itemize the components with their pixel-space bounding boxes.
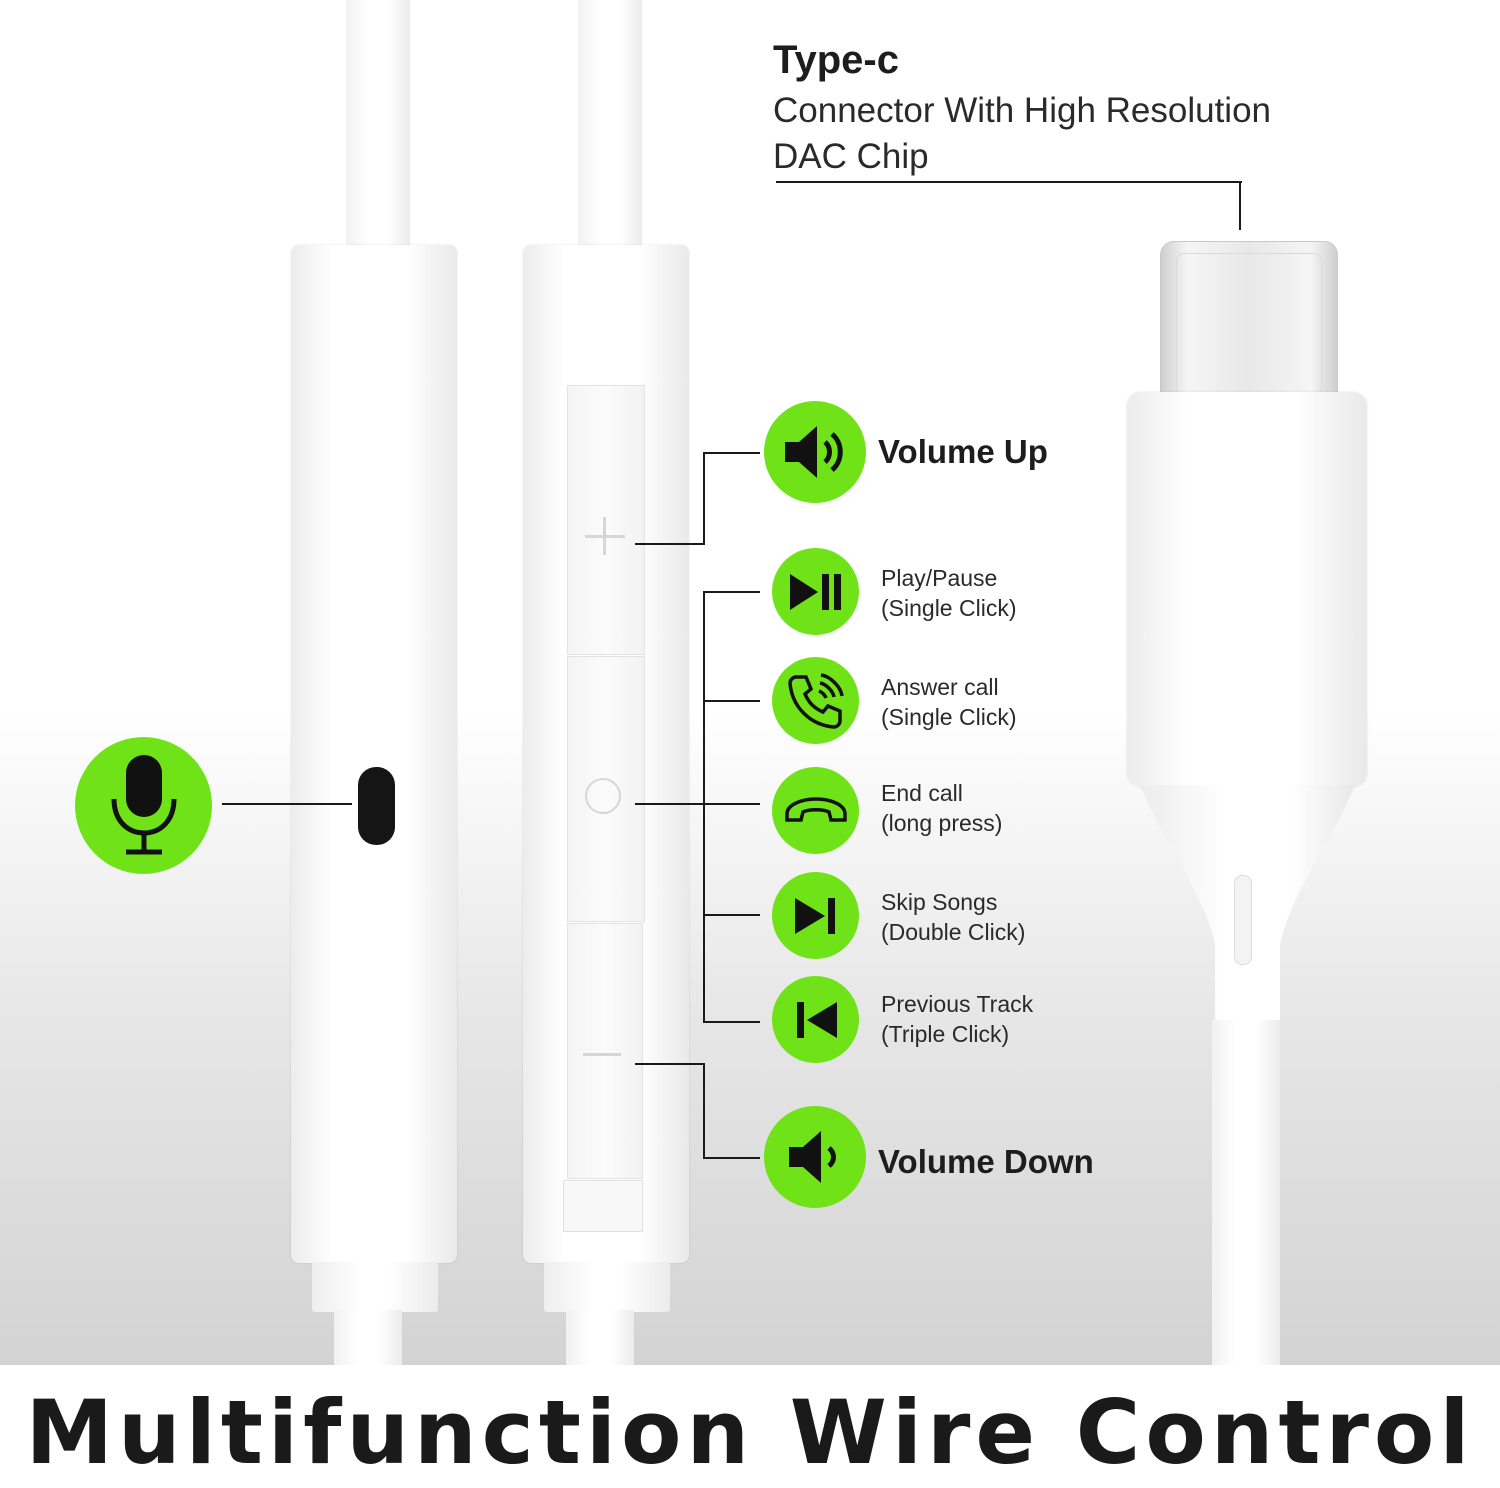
volume-up-leader-a <box>635 543 705 545</box>
end-call-action: (long press) <box>881 810 1003 836</box>
volume-down-leader-c <box>703 1157 760 1159</box>
previous-track-badge <box>772 976 859 1063</box>
volume-up-key[interactable] <box>567 385 645 655</box>
connector-description: Connector With High Resolution DAC Chip <box>773 88 1271 180</box>
cable-left-top <box>346 0 410 255</box>
play-pause-badge <box>772 548 859 635</box>
play-pause-label: Play/Pause (Single Click) <box>881 563 1016 623</box>
skip-next-icon <box>794 897 835 934</box>
previous-track-name: Previous Track <box>881 991 1034 1017</box>
microphone-icon <box>111 754 176 854</box>
skip-songs-name: Skip Songs <box>881 889 998 915</box>
function-bracket <box>703 591 705 1023</box>
answer-call-badge <box>772 657 859 744</box>
skip-songs-action: (Double Click) <box>881 919 1026 945</box>
cable-right-top <box>578 0 642 255</box>
connector-title: Type-c <box>773 38 899 82</box>
microphone-leader <box>222 803 352 805</box>
previous-track-label: Previous Track (Triple Click) <box>881 989 1033 1049</box>
microphone-badge <box>75 737 212 874</box>
phone-hangup-icon <box>784 796 847 822</box>
answer-call-label: Answer call (Single Click) <box>881 672 1016 732</box>
volume-down-leader-b <box>703 1063 705 1159</box>
volume-up-badge <box>764 401 866 503</box>
microphone-hole <box>358 767 395 845</box>
footer-title: Multifunction Wire Control <box>25 1381 1475 1484</box>
footer-band <box>0 1365 1500 1473</box>
volume-down-label: Volume Down <box>878 1143 1094 1180</box>
plus-mark-vertical <box>603 517 606 555</box>
volume-down-key[interactable] <box>567 923 643 1179</box>
connector-leader-h <box>776 181 1242 183</box>
bracket-tick-4 <box>703 914 760 916</box>
volume-up-leader-b <box>703 452 705 545</box>
volume-down-icon <box>789 1131 836 1183</box>
usb-c-inner <box>1176 253 1322 395</box>
end-call-name: End call <box>881 780 963 806</box>
skip-songs-badge <box>772 872 859 959</box>
play-pause-icon <box>789 573 841 610</box>
bracket-tick-5 <box>703 1021 760 1023</box>
center-key-leader <box>635 803 705 805</box>
connector-desc-line1: Connector With High Resolution <box>773 91 1272 130</box>
cable-right-bottom <box>566 1310 634 1365</box>
volume-up-icon <box>785 426 843 478</box>
volume-down-badge <box>764 1106 866 1208</box>
volume-up-leader-c <box>703 452 760 454</box>
usb-c-metal-shell <box>1160 241 1338 403</box>
bracket-tick-1 <box>703 591 760 593</box>
end-call-label: End call (long press) <box>881 778 1002 838</box>
cable-left-bottom <box>334 1310 402 1365</box>
remote-housing-collar <box>544 1262 670 1312</box>
previous-track-action: (Triple Click) <box>881 1021 1010 1047</box>
mic-housing-collar <box>312 1262 438 1312</box>
skip-songs-label: Skip Songs (Double Click) <box>881 887 1025 947</box>
end-call-badge <box>772 767 859 854</box>
center-key[interactable] <box>567 656 645 922</box>
bottom-key-cap <box>563 1180 643 1232</box>
answer-call-name: Answer call <box>881 674 999 700</box>
minus-mark-icon <box>583 1053 621 1056</box>
answer-call-action: (Single Click) <box>881 704 1017 730</box>
usb-c-cable <box>1212 1020 1280 1365</box>
connector-leader-v <box>1239 181 1241 230</box>
connector-desc-line2: DAC Chip <box>773 137 929 176</box>
volume-up-label: Volume Up <box>878 433 1048 470</box>
phone-answer-icon <box>787 672 844 729</box>
play-pause-name: Play/Pause <box>881 565 998 591</box>
bracket-tick-3 <box>703 803 760 805</box>
volume-down-leader-a <box>635 1063 705 1065</box>
play-pause-action: (Single Click) <box>881 595 1017 621</box>
center-circle-icon <box>585 778 621 814</box>
skip-previous-icon <box>796 1001 837 1038</box>
mic-housing <box>291 245 457 1263</box>
usb-c-body <box>1127 392 1367 787</box>
bracket-tick-2 <box>703 700 760 702</box>
usb-c-strain-slot <box>1234 875 1252 965</box>
